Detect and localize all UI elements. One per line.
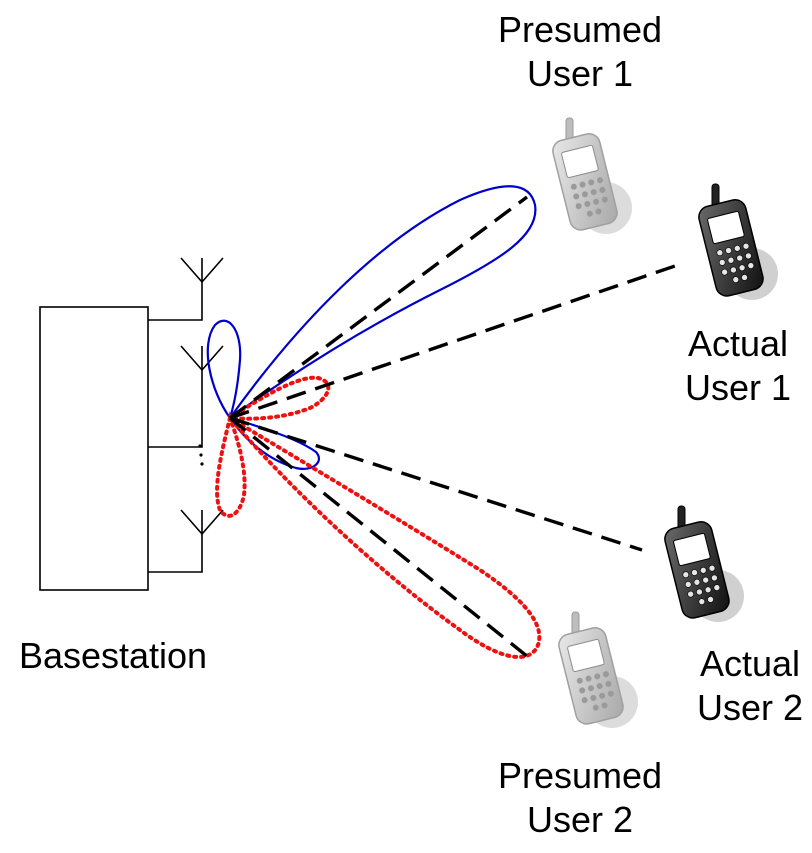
actual-user-1-label-line-1: Actual [688, 323, 788, 364]
basestation-label: Basestation [19, 635, 207, 676]
mobile-phone-icon [558, 611, 638, 728]
actual-user-2-label-line-1: Actual [700, 643, 800, 684]
ellipsis-dots [198, 444, 204, 466]
antenna-icon [180, 257, 224, 283]
antenna-icon [180, 345, 224, 371]
presumed-user-1-label-line-1: Presumed [498, 9, 662, 50]
beam-pattern-user-2 [215, 375, 542, 659]
antenna-icon [180, 509, 224, 535]
presumed-user-2-label-line-1: Presumed [498, 755, 662, 796]
mobile-phone-icon [698, 183, 778, 300]
actual-user-1-label-line-2: User 1 [685, 367, 791, 408]
presumed-user-2-label-line-2: User 2 [527, 799, 633, 840]
mobile-phone-icon [664, 505, 744, 622]
mobile-phone-icon [552, 117, 632, 234]
basestation-box [39, 306, 149, 591]
presumed-user-1-label-line-2: User 1 [527, 53, 633, 94]
actual-user-2-label-line-2: User 2 [697, 687, 803, 728]
direction-lines [228, 195, 676, 659]
antenna-feeds [148, 282, 203, 573]
